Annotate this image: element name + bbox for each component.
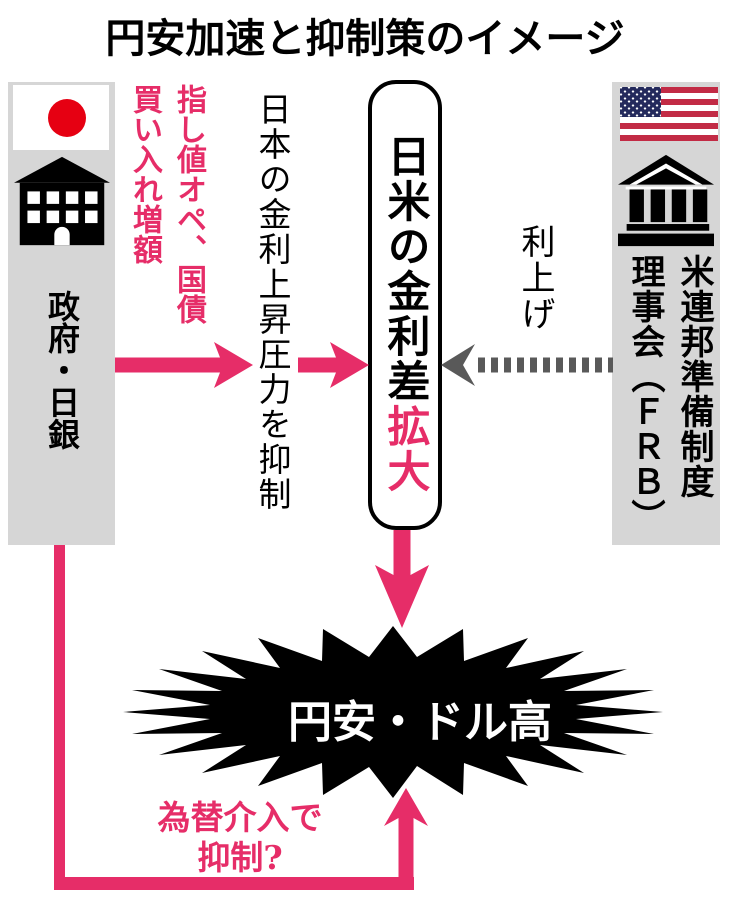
intervention-caption: 為替介入で 抑制?	[120, 798, 360, 878]
gap-to-yen-weak-arrow	[375, 530, 429, 628]
japan-flag-sun-disc	[48, 99, 86, 137]
intervention-line-vertical	[54, 545, 65, 890]
intervention-caption-line1: 為替介入で	[157, 798, 323, 837]
interest-rate-gap-main: 日米の金利差	[380, 134, 430, 404]
japan-rate-pressure-label: 日本の金利上昇圧力を抑制	[253, 92, 292, 512]
interest-rate-gap-box: 日米の金利差拡大	[368, 80, 442, 530]
intervention-line-horizontal	[54, 877, 414, 890]
interest-rate-gap-text: 日米の金利差拡大	[372, 84, 438, 526]
us-flag-canton	[620, 87, 661, 117]
rate-hike-label: 利上げ	[515, 224, 555, 332]
frb-label: 米連邦準備制度理事会（ＦＲＢ）	[625, 254, 714, 534]
government-boj-label: 政府・日銀	[43, 290, 81, 450]
interest-rate-gap-emphasis: 拡大	[380, 404, 430, 494]
intervention-up-arrow	[384, 788, 428, 890]
federal-reserve-building-icon	[618, 154, 714, 247]
boj-to-pressure-arrow	[115, 342, 253, 388]
yen-weak-dollar-high-label: 円安・ドル高	[288, 697, 552, 748]
pressure-to-gap-arrow	[298, 342, 369, 388]
frb-rate-hike-arrowhead	[441, 344, 475, 386]
intervention-caption-line2: 抑制?	[197, 838, 283, 877]
boj-measures-label: 指し値オペ、国債買い入れ増額	[127, 84, 206, 324]
government-building-icon	[14, 156, 110, 246]
page-title: 円安加速と抑制策のイメージ	[105, 16, 625, 62]
